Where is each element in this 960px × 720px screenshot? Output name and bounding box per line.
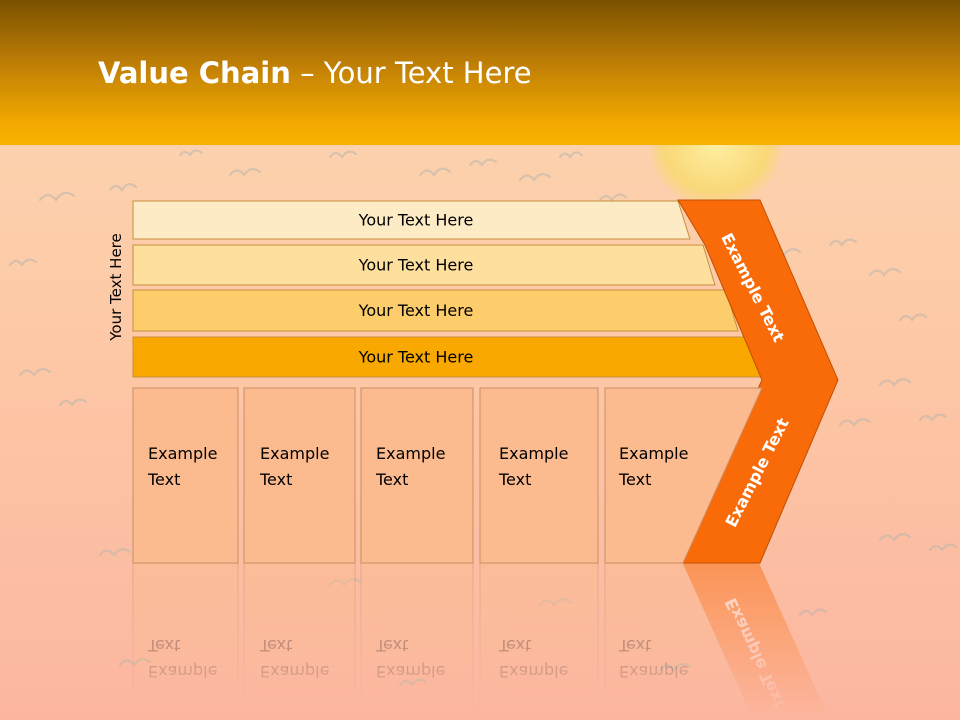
box-1-line2: Text bbox=[147, 470, 180, 489]
svg-text:Example: Example bbox=[148, 662, 217, 681]
box-3-line2: Text bbox=[375, 470, 408, 489]
bar-2 bbox=[132, 244, 716, 286]
box-2-line1: Example bbox=[260, 444, 329, 463]
box-5-line2: Text bbox=[618, 470, 651, 489]
bar-1 bbox=[132, 200, 691, 240]
svg-text:Text: Text bbox=[498, 636, 531, 655]
svg-text:Text: Text bbox=[375, 636, 408, 655]
box-5 bbox=[604, 387, 763, 564]
box-1 bbox=[132, 387, 239, 564]
box-3-line1: Example bbox=[376, 444, 445, 463]
title-rest: – Your Text Here bbox=[290, 56, 532, 90]
bar-2-label: Your Text Here bbox=[358, 256, 474, 275]
box-3 bbox=[360, 387, 474, 564]
svg-text:Example: Example bbox=[376, 662, 445, 681]
svg-text:Example: Example bbox=[260, 662, 329, 681]
svg-text:Example: Example bbox=[499, 662, 568, 681]
svg-text:Text: Text bbox=[618, 636, 651, 655]
box-4 bbox=[479, 387, 599, 564]
box-5-line1: Example bbox=[619, 444, 688, 463]
box-2-line2: Text bbox=[259, 470, 292, 489]
svg-text:Example: Example bbox=[619, 662, 688, 681]
bar-1-label: Your Text Here bbox=[358, 211, 474, 230]
box-1-line1: Example bbox=[148, 444, 217, 463]
slide-title: Value Chain – Your Text Here bbox=[98, 56, 532, 90]
title-bar bbox=[0, 0, 960, 145]
box-4-line2: Text bbox=[498, 470, 531, 489]
box-2 bbox=[243, 387, 356, 564]
chevron-shape bbox=[677, 199, 839, 564]
bar-3 bbox=[132, 289, 739, 332]
bar-3-label: Your Text Here bbox=[358, 301, 474, 320]
svg-text:Text: Text bbox=[147, 636, 180, 655]
title-bold: Value Chain bbox=[98, 56, 291, 90]
bar-4-label: Your Text Here bbox=[358, 348, 474, 367]
box-4-line1: Example bbox=[499, 444, 568, 463]
svg-text:Text: Text bbox=[259, 636, 292, 655]
